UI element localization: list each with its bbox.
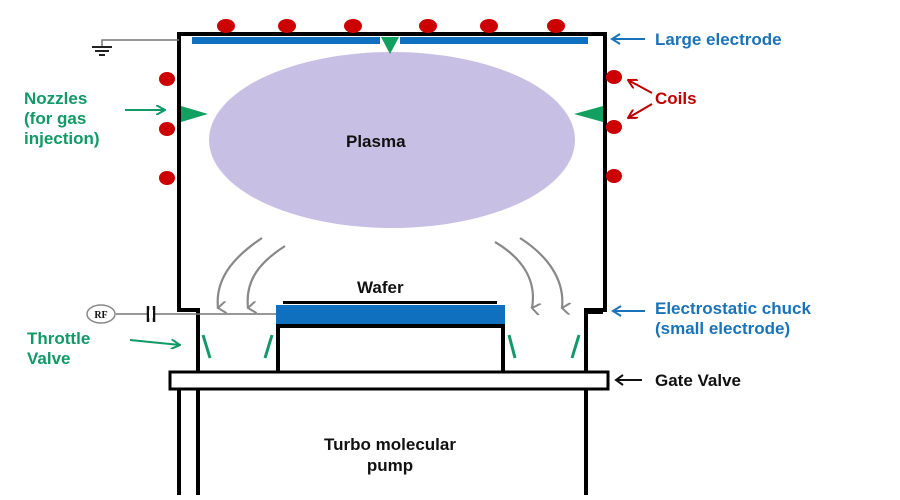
coils-arrow-lower-icon — [628, 103, 653, 118]
chamber-wall-right-lower — [584, 308, 605, 372]
label-esc-line2: (small electrode) — [655, 319, 791, 338]
coil-icon — [606, 169, 622, 183]
electrostatic-chuck — [276, 305, 505, 324]
coil-icon — [344, 19, 362, 33]
rf-source-label: RF — [94, 310, 107, 321]
coils-left — [159, 72, 175, 185]
label-pump-line2: pump — [366, 456, 414, 475]
throttle-flap-icon — [570, 334, 581, 359]
label-large-electrode: Large electrode — [655, 30, 782, 49]
throttle-valve — [201, 334, 581, 359]
label-esc-line1: Electrostatic chuck — [655, 299, 811, 318]
flow-arrow-icon — [218, 237, 263, 308]
rf-source-icon — [86, 304, 116, 324]
coil-icon — [159, 171, 175, 185]
flow-arrow-icon — [519, 237, 562, 308]
label-throttle-line2: Valve — [27, 349, 71, 368]
ground-wire — [101, 39, 179, 46]
label-throttle-line1: Throttle — [27, 329, 91, 348]
label-wafer: Wafer — [357, 278, 404, 297]
coils-top — [217, 19, 565, 33]
flow-arrow-icon — [248, 245, 286, 308]
capacitor-icon — [146, 306, 156, 322]
throttle-flap-icon — [263, 334, 274, 359]
label-coils: Coils — [655, 89, 697, 108]
label-plasma: Plasma — [346, 132, 406, 151]
coil-icon — [547, 19, 565, 33]
coils-right — [606, 70, 622, 183]
plasma-region — [209, 52, 575, 228]
coil-icon — [480, 19, 498, 33]
large-electrode-left — [192, 37, 380, 44]
coil-icon — [159, 72, 175, 86]
label-gate-valve: Gate Valve — [655, 371, 742, 390]
label-nozzles-line1: Nozzles — [24, 89, 88, 108]
label-pump-line1: Turbo molecular — [324, 435, 456, 454]
flow-arrow-icon — [494, 241, 533, 308]
throttle-flap-icon — [201, 334, 212, 359]
throttle-flap-icon — [507, 334, 517, 359]
gate-valve — [168, 370, 610, 391]
label-nozzles-line2: (for gas — [24, 109, 87, 128]
label-nozzles-line3: injection) — [24, 129, 100, 148]
large-electrode-right — [400, 37, 588, 44]
nozzle-top-icon — [381, 37, 399, 54]
ground-icon — [92, 46, 112, 56]
coil-icon — [159, 122, 175, 136]
coil-icon — [419, 19, 437, 33]
chuck-pedestal — [276, 324, 505, 372]
coil-icon — [606, 120, 622, 134]
gas-flow-arrows — [218, 237, 563, 308]
throttle-arrow-icon — [129, 339, 180, 345]
coils-arrow-upper-icon — [628, 80, 653, 94]
coil-icon — [217, 19, 235, 33]
nozzle-left-icon — [181, 106, 208, 122]
coil-icon — [606, 70, 622, 84]
wafer — [283, 301, 497, 304]
nozzle-right-icon — [574, 106, 603, 122]
coil-icon — [278, 19, 296, 33]
